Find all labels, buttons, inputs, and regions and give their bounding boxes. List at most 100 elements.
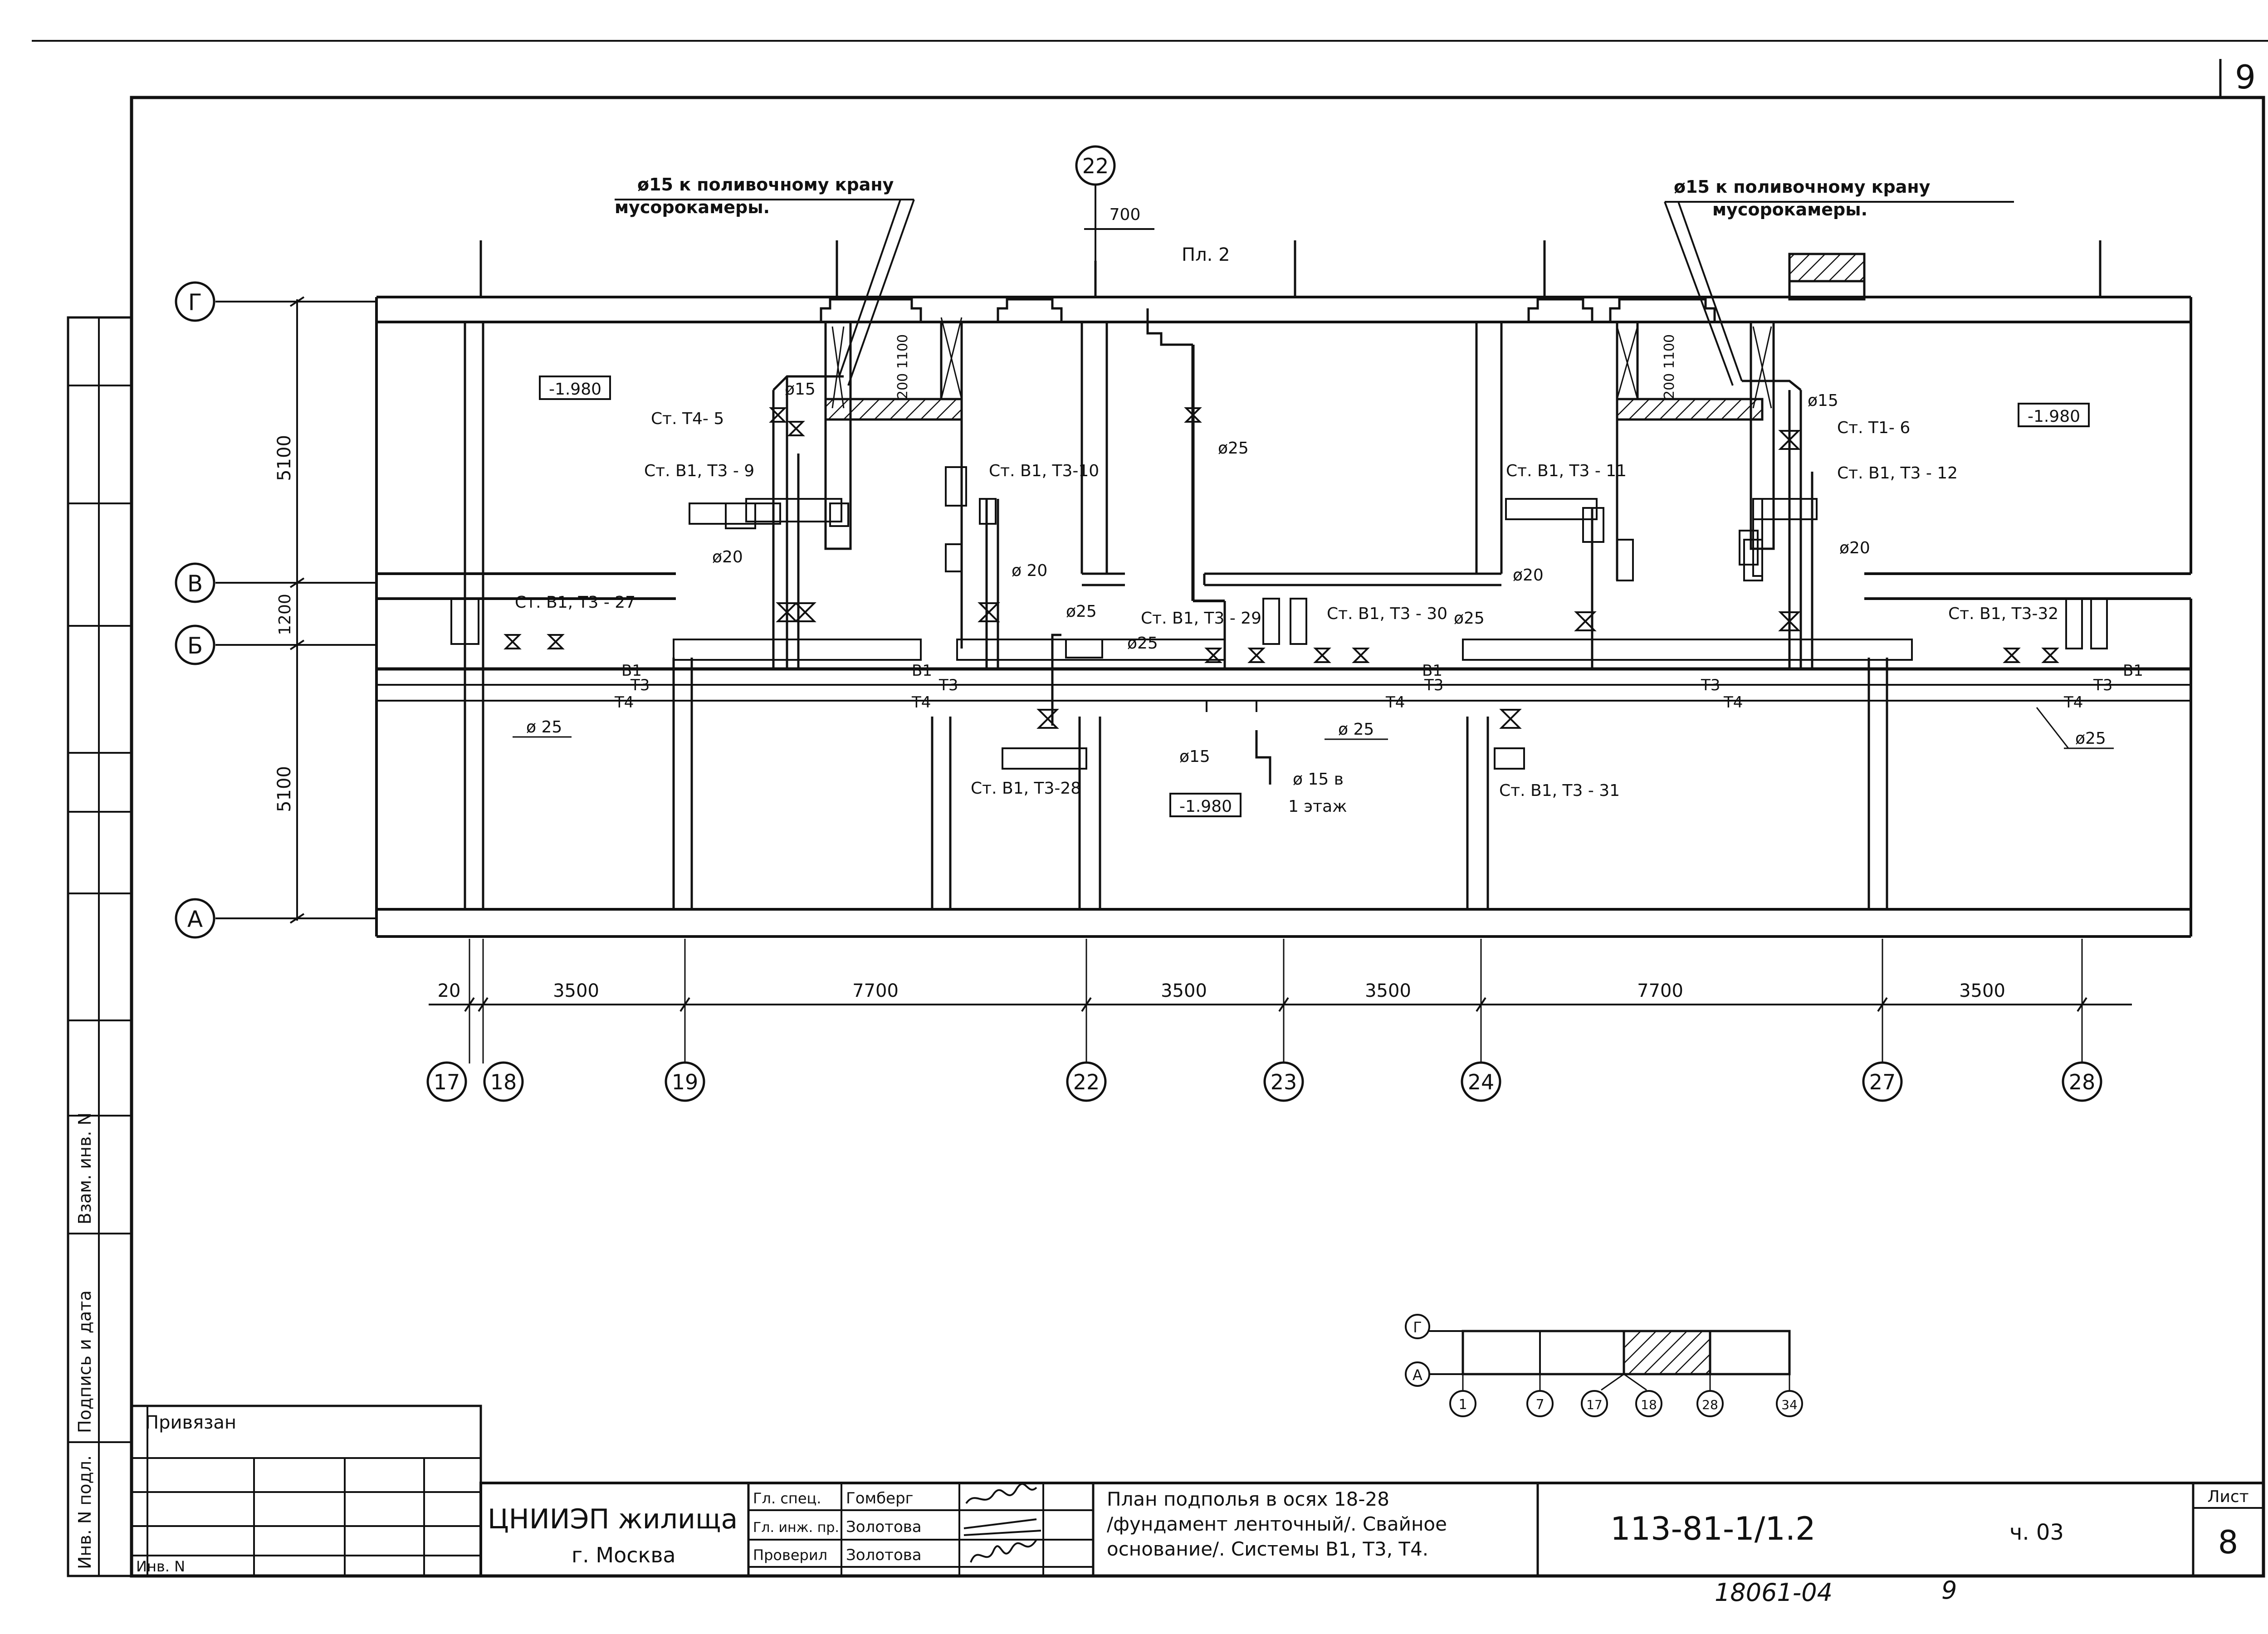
- person-name: Золотова: [846, 1518, 922, 1536]
- dim-v: 5100: [274, 766, 295, 812]
- pipe-label-t4: Т4: [911, 693, 931, 712]
- sheet-number: 8: [2218, 1524, 2239, 1561]
- key-row-label: А: [1413, 1366, 1422, 1384]
- pipe-label-t4: Т4: [1723, 693, 1743, 712]
- label-st-b1-t3-30: Ст. В1, Т3 - 30: [1327, 605, 1447, 623]
- sheet-label: Лист: [2207, 1488, 2248, 1506]
- dim-h: 3500: [1959, 980, 2005, 1001]
- key-col-label: 7: [1535, 1397, 1544, 1413]
- podpis-label: Подпись и дата: [75, 1290, 95, 1433]
- label-d20: ø20: [1513, 566, 1544, 585]
- pipe-label-t3: Т3: [630, 676, 650, 694]
- pipe-label-t4: Т4: [1385, 693, 1405, 712]
- label-d25: ø25: [1454, 609, 1485, 628]
- label-st-b1-t3-29: Ст. В1, Т3 - 29: [1141, 609, 1261, 628]
- axis-col-label: 17: [434, 1070, 460, 1094]
- key-col-label: 17: [1586, 1397, 1603, 1412]
- title-block: ЦНИИЭП жилища г. Москва Гл. спец. Гл. ин…: [479, 1482, 2265, 1577]
- pl2-label: Пл. 2: [1182, 244, 1230, 265]
- dim-h: 7700: [852, 980, 899, 1001]
- dim-h: 7700: [1637, 980, 1683, 1001]
- axis-col-label: 18: [490, 1070, 517, 1094]
- sheet-title-line2: /фундамент ленточный/. Свайное: [1107, 1513, 1447, 1535]
- key-col-label: 1: [1458, 1397, 1467, 1413]
- bottom-note-page: 9: [1941, 1576, 1957, 1605]
- axis-col-label: 22: [1073, 1070, 1100, 1094]
- label-d15: ø15: [785, 380, 816, 399]
- axis-row-label: В: [187, 571, 203, 597]
- sheet-frame: 9: [32, 40, 2268, 1578]
- privyazan-inv: Инв. N: [136, 1558, 185, 1575]
- dim-h: 3500: [553, 980, 599, 1001]
- person-name: Золотова: [846, 1546, 922, 1564]
- annotations: Пл. 2 ø15 к поливочному крану мусорокаме…: [513, 175, 2143, 817]
- signatures: [963, 1483, 1041, 1563]
- label-first-floor: 1 этаж: [1288, 797, 1347, 816]
- pipe-label-t3: Т3: [938, 676, 958, 694]
- axis-col-18: 18: [482, 939, 524, 1102]
- label-st-b1-t3-9: Ст. В1, Т3 - 9: [644, 462, 754, 480]
- document-code: 113-81-1/1.2: [1610, 1510, 1816, 1547]
- pipe-label-b1: В1: [912, 662, 932, 680]
- corner-sheet-number: 9: [2235, 58, 2256, 96]
- axis-col-27: 27: [1862, 939, 1903, 1102]
- pipe-label-b1: В1: [621, 662, 642, 680]
- axis-top-label: 22: [1082, 154, 1109, 178]
- label-st-b1-t3-12: Ст. В1, Т3 - 12: [1837, 464, 1958, 483]
- role-label: Гл. инж. пр.: [753, 1520, 839, 1536]
- dim-v: 1200: [276, 594, 294, 635]
- dim-h: 20: [438, 980, 461, 1001]
- elevation-center: -1.980: [1179, 797, 1232, 816]
- person-name: Гомберг: [846, 1489, 914, 1507]
- pipe-label-t4: Т4: [614, 693, 634, 712]
- vzam-label: Взам. инв. N: [75, 1112, 95, 1224]
- key-col-label: 28: [1702, 1397, 1718, 1412]
- right-note-line1: ø15 к поливочному крану: [1674, 177, 1931, 197]
- privyazan-title: Привязан: [145, 1412, 236, 1433]
- axis-row-b: Б: [175, 624, 376, 665]
- axis-col-22: 22: [1066, 939, 1107, 1102]
- axis-col-label: 24: [1468, 1070, 1495, 1094]
- axis-col-label: 28: [2069, 1070, 2096, 1094]
- label-d20: ø20: [712, 548, 743, 566]
- axis-col-17: 17: [426, 939, 470, 1102]
- axis-col-label: 19: [672, 1070, 699, 1094]
- axis-row-label: Б: [187, 633, 203, 659]
- elevation-left: -1.980: [549, 380, 601, 399]
- label-d25: ø25: [1218, 439, 1249, 458]
- key-plan: Г А 1 7 17 18 28 34: [1405, 1314, 1803, 1417]
- left-note-line2: мусорокамеры.: [615, 197, 770, 217]
- key-col-label: 34: [1781, 1397, 1798, 1412]
- dim-h: 3500: [1161, 980, 1207, 1001]
- axis-row-g: Г: [175, 281, 376, 322]
- label-st-b1-t3-31: Ст. В1, Т3 - 31: [1499, 781, 1620, 800]
- dim-700: 700: [1110, 205, 1141, 224]
- org-name: ЦНИИЭП жилища: [488, 1503, 738, 1535]
- axis-row-a: А: [175, 898, 376, 939]
- dim-200-1100-left: 200 1100: [895, 334, 911, 399]
- label-st-t1-6: Ст. Т1- 6: [1837, 419, 1910, 437]
- label-d15: ø15: [1179, 747, 1210, 766]
- role-label: Проверил: [753, 1546, 827, 1564]
- privyazan-block: Привязан Инв. N: [130, 1405, 482, 1577]
- axis-row-label: Г: [188, 289, 202, 316]
- axis-col-label: 27: [1869, 1070, 1896, 1094]
- label-st-b1-t3-27: Ст. В1, Т3 - 27: [515, 593, 635, 612]
- axis-row-label: А: [187, 906, 203, 932]
- part-number: ч. 03: [2009, 1520, 2064, 1545]
- label-st-b1-t3-11: Ст. В1, Т3 - 11: [1506, 462, 1627, 480]
- dim-200-1100-right: 200 1100: [1662, 334, 1677, 399]
- label-d20: ø20: [1839, 539, 1870, 557]
- label-d25: ø 25: [526, 718, 562, 737]
- role-label: Гл. спец.: [753, 1490, 821, 1507]
- dim-v: 5100: [274, 435, 295, 481]
- inv-podl-label: Инв. N подл.: [75, 1455, 95, 1569]
- pipelines: [376, 308, 2191, 785]
- sheet-title-line1: План подполья в осях 18-28: [1107, 1488, 1389, 1510]
- dimension-lines: 20 3500 7700 3500 3500 7700 3500 5100 12…: [274, 205, 2132, 1012]
- label-d25: ø25: [1127, 634, 1158, 653]
- label-d25: ø 25: [1338, 720, 1374, 739]
- axis-col-23: 23: [1263, 939, 1304, 1102]
- side-stamp: Инв. N подл. Подпись и дата Взам. инв. N: [67, 316, 133, 1577]
